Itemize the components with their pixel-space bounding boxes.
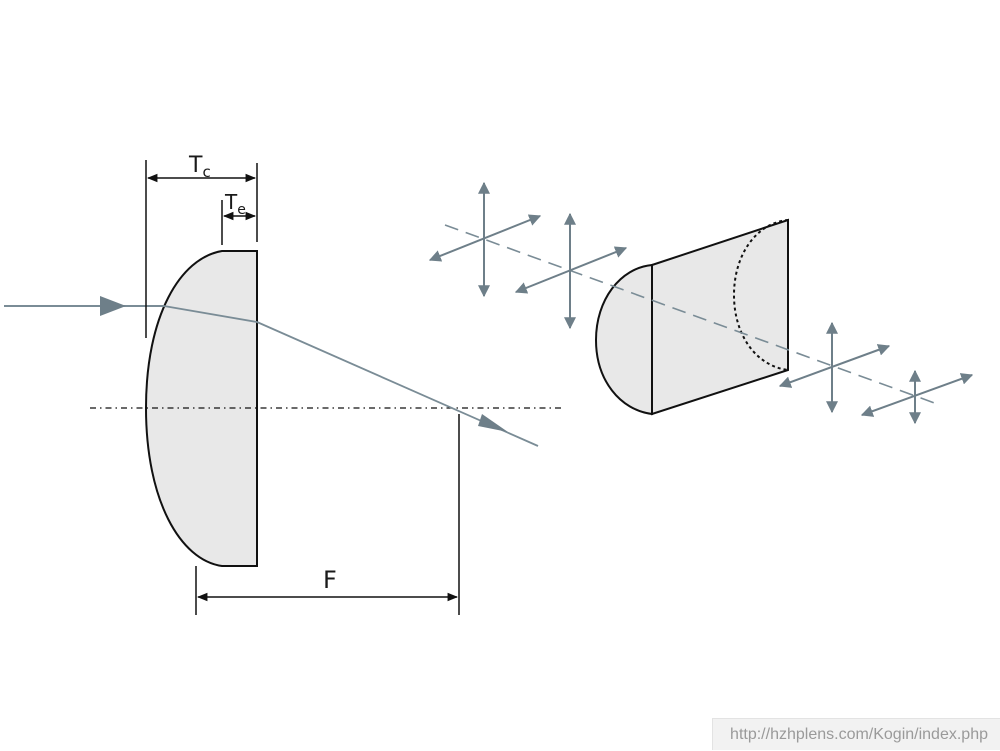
cylinder-front-face bbox=[594, 263, 653, 416]
polarization-cross-3 bbox=[778, 321, 891, 414]
polarization-cross-1 bbox=[428, 181, 542, 298]
polarization-cross-2 bbox=[514, 212, 628, 330]
te-dimension: Te bbox=[221, 190, 257, 245]
polarization-cross-4 bbox=[860, 369, 974, 425]
light-ray bbox=[4, 296, 539, 447]
watermark-url: http://hzhplens.com/Kogin/index.php bbox=[712, 718, 1000, 750]
focal-dimension: F bbox=[195, 414, 460, 615]
cylinder-lens-3d bbox=[594, 218, 789, 416]
focal-label: F bbox=[323, 566, 337, 594]
te-label: Te bbox=[224, 190, 246, 218]
tc-label: Tc bbox=[188, 153, 211, 181]
cylinder-body bbox=[651, 218, 789, 416]
polarization-arrows bbox=[428, 181, 974, 425]
tc-dimension: Tc bbox=[145, 153, 258, 338]
